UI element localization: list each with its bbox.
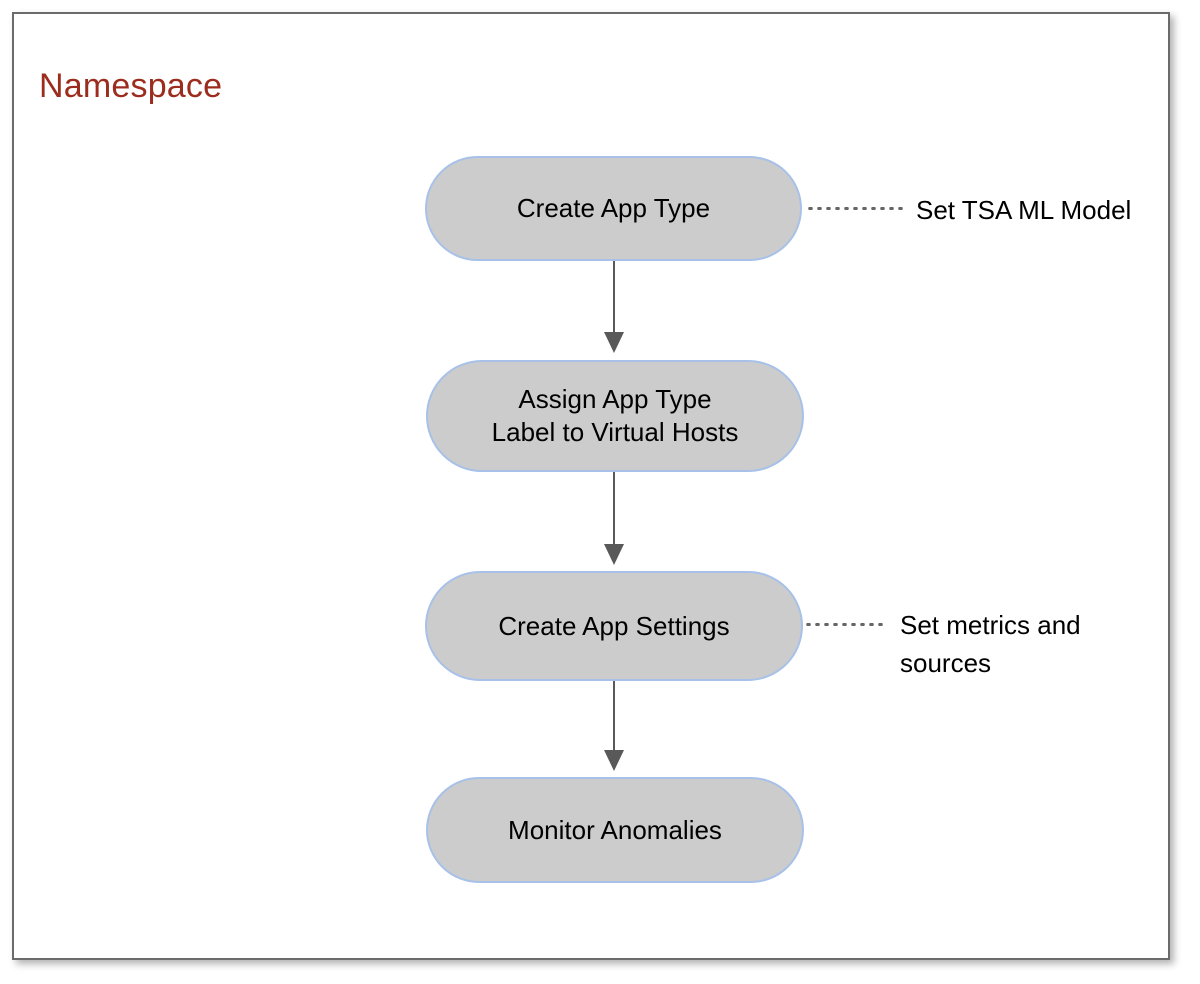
arrow-stem [613,472,615,544]
node-label: Assign App Type Label to Virtual Hosts [491,384,739,447]
leader-line-create-app-type [806,207,906,210]
node-assign-app-type-label[interactable]: Assign App Type Label to Virtual Hosts [426,360,804,472]
arrow-create-app-type-to-assign-label [602,261,626,353]
arrow-head-icon [604,544,624,565]
note-set-tsa-ml-model: Set TSA ML Model [916,195,1132,225]
leader-line-create-app-settings [804,623,886,626]
namespace-title: Namespace [39,67,223,105]
arrow-assign-label-to-create-app-settings [602,472,626,565]
node-create-app-settings[interactable]: Create App Settings [425,571,803,681]
arrow-stem [613,261,615,332]
arrow-create-app-settings-to-monitor-anomalies [602,681,626,771]
arrow-head-icon [604,332,624,353]
namespace-container: Namespace Create App Type Set TSA ML Mod… [12,12,1170,960]
node-label: Create App Type [516,193,711,223]
note-set-metrics-and-sources: Set metrics and sources [900,610,1081,678]
node-create-app-type[interactable]: Create App Type [425,156,802,261]
node-label: Create App Settings [498,610,730,641]
arrow-stem [613,681,615,750]
node-monitor-anomalies[interactable]: Monitor Anomalies [426,777,804,883]
node-label: Monitor Anomalies [508,814,722,845]
arrow-head-icon [604,750,624,771]
